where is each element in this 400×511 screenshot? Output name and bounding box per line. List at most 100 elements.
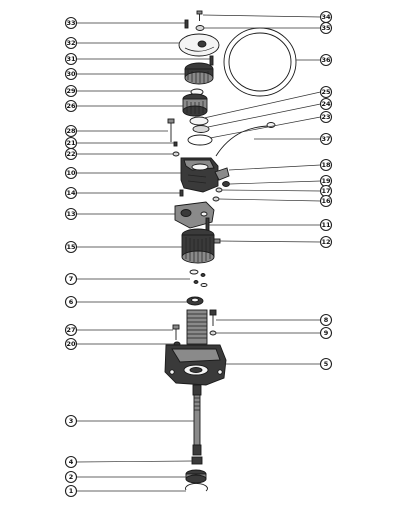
callout-11: 11 — [319, 218, 333, 232]
leader-c24 — [207, 103, 321, 128]
callout-31: 31 — [64, 52, 78, 66]
callout-7: 7 — [64, 272, 78, 286]
svg-text:34: 34 — [321, 13, 331, 21]
svg-text:12: 12 — [321, 238, 330, 246]
callout-19: 19 — [319, 174, 333, 188]
leader-c25 — [203, 91, 321, 119]
part-25-seal — [189, 116, 209, 126]
svg-text:6: 6 — [69, 298, 74, 306]
svg-text:26: 26 — [66, 102, 76, 110]
svg-text:23: 23 — [321, 113, 330, 121]
svg-text:13: 13 — [66, 210, 75, 218]
callout-21: 21 — [64, 136, 78, 150]
callout-36: 36 — [319, 53, 333, 67]
callout-4: 4 — [64, 455, 78, 469]
leader-c12 — [219, 240, 321, 243]
part-1-snap-ring — [185, 483, 208, 492]
svg-text:3: 3 — [69, 417, 74, 425]
callout-29: 29 — [64, 84, 78, 98]
callout-3: 3 — [64, 414, 78, 428]
svg-text:14: 14 — [66, 189, 76, 197]
svg-text:11: 11 — [321, 221, 331, 229]
callout-6: 6 — [64, 295, 78, 309]
svg-text:9: 9 — [324, 329, 329, 337]
callout-34: 34 — [319, 10, 333, 24]
part-3-shaft — [192, 384, 202, 456]
callout-26: 26 — [64, 99, 78, 113]
part-18-fitting — [214, 167, 230, 181]
callout-20: 20 — [64, 337, 78, 351]
callout-28: 28 — [64, 124, 78, 138]
part-32-disc — [178, 33, 220, 57]
callout-18: 18 — [319, 158, 333, 172]
svg-text:4: 4 — [69, 458, 74, 466]
callout-32: 32 — [64, 36, 78, 50]
svg-text:1: 1 — [69, 487, 74, 495]
part-14-pin — [179, 189, 184, 197]
part-2-bearing — [185, 469, 207, 484]
svg-text:5: 5 — [324, 360, 329, 368]
callout-37: 37 — [319, 132, 333, 146]
part-23-oring — [187, 134, 213, 146]
part-24-washer — [192, 125, 210, 133]
part-26-bearing — [182, 93, 208, 117]
part-21-pin — [173, 141, 178, 147]
leader-lines — [76, 14, 321, 492]
svg-text:17: 17 — [321, 187, 330, 195]
svg-text:37: 37 — [321, 135, 330, 143]
part-36-large-ring — [223, 27, 297, 97]
part-7-rollers — [189, 269, 208, 287]
svg-text:36: 36 — [321, 56, 331, 64]
callout-9: 9 — [319, 326, 333, 340]
svg-text:35: 35 — [321, 24, 331, 32]
part-19-nut — [222, 181, 230, 187]
part-4-sleeve — [191, 456, 203, 465]
callout-33: 33 — [64, 16, 78, 30]
svg-text:28: 28 — [66, 127, 76, 135]
svg-text:16: 16 — [321, 197, 331, 205]
part-30-gear — [184, 62, 214, 85]
callout-8: 8 — [319, 313, 333, 327]
part-13-bracket — [174, 201, 215, 229]
callout-16: 16 — [319, 194, 333, 208]
svg-text:20: 20 — [66, 340, 76, 348]
callout-2: 2 — [64, 470, 78, 484]
leader-c17 — [221, 189, 321, 192]
svg-text:27: 27 — [66, 326, 75, 334]
svg-text:24: 24 — [321, 100, 331, 108]
callout-30: 30 — [64, 67, 78, 81]
part-27-bolt — [172, 324, 180, 340]
part-9-washer — [209, 330, 217, 336]
callout-13: 13 — [64, 207, 78, 221]
svg-text:2: 2 — [69, 473, 74, 481]
part-33-pin — [184, 19, 189, 29]
part-35-washer — [195, 25, 205, 31]
part-22-washer — [172, 151, 180, 157]
callout-23: 23 — [319, 110, 333, 124]
leader-c34 — [202, 14, 321, 18]
svg-text:19: 19 — [321, 177, 331, 185]
callout-14: 14 — [64, 186, 78, 200]
part-28-bolt — [167, 118, 175, 142]
part-34-screw — [196, 10, 203, 21]
part-16-washer — [212, 196, 220, 202]
svg-text:29: 29 — [66, 87, 76, 95]
svg-text:25: 25 — [321, 88, 331, 96]
svg-text:21: 21 — [66, 139, 76, 147]
callout-10: 10 — [64, 166, 78, 180]
svg-text:15: 15 — [66, 243, 76, 251]
svg-text:31: 31 — [66, 55, 76, 63]
svg-text:18: 18 — [321, 161, 331, 169]
svg-text:8: 8 — [324, 316, 329, 324]
svg-text:32: 32 — [66, 39, 75, 47]
callout-12: 12 — [319, 235, 333, 249]
part-6-nut — [186, 296, 204, 306]
callout-27: 27 — [64, 323, 78, 337]
leader-c18 — [228, 164, 321, 171]
part-31-pin — [209, 55, 214, 66]
part-8-stud — [209, 309, 217, 326]
part-5-main-housing — [164, 309, 227, 386]
part-15-cylinder — [181, 228, 215, 264]
callout-1: 1 — [64, 484, 78, 498]
